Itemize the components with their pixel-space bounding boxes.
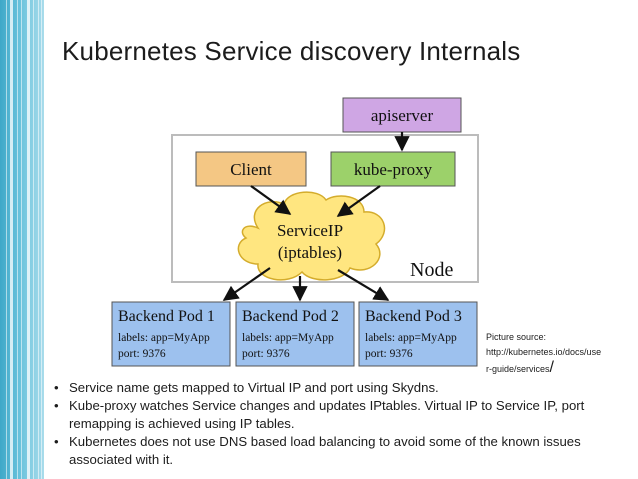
source-caption: Picture source: [486, 332, 547, 342]
decorative-side-strip [0, 0, 44, 479]
arrow-client-to-service-ip [250, 185, 292, 215]
arrow-service-ip-to-pod-1 [222, 267, 271, 301]
pod-3-title: Backend Pod 3 [365, 308, 462, 325]
pod-3-labels: labels: app=MyApp [365, 332, 457, 344]
pod-2-title: Backend Pod 2 [242, 308, 339, 325]
kube-proxy-box [330, 151, 456, 187]
node-label: Node [410, 259, 453, 281]
service-ip-label-line2: (iptables) [278, 243, 342, 262]
kube-proxy-label: kube-proxy [354, 160, 433, 179]
pod-2-labels: labels: app=MyApp [242, 332, 334, 344]
source-url-tail: r-guide/services [486, 364, 550, 374]
bullet-list: Service name gets mapped to Virtual IP a… [52, 379, 632, 469]
backend-pod-3: Backend Pod 3 labels: app=MyApp port: 93… [358, 301, 478, 367]
service-ip-label-line1: ServiceIP [277, 221, 343, 240]
pod-1-title: Backend Pod 1 [118, 308, 215, 325]
pod-3-port: port: 9376 [365, 348, 413, 360]
arrow-kube-proxy-to-service-ip [336, 185, 381, 217]
pod-1-port: port: 9376 [118, 348, 166, 360]
bullet-item: Service name gets mapped to Virtual IP a… [52, 379, 632, 397]
bullet-item: Kubernetes does not use DNS based load b… [52, 433, 632, 469]
pod-1-labels: labels: app=MyApp [118, 332, 210, 344]
slide-title: Kubernetes Service discovery Internals [62, 36, 521, 66]
backend-pod-2: Backend Pod 2 labels: app=MyApp port: 93… [235, 301, 355, 367]
client-label: Client [230, 160, 272, 179]
backend-pod-1: Backend Pod 1 labels: app=MyApp port: 93… [111, 301, 231, 367]
arrow-service-ip-to-pod-3 [337, 269, 390, 301]
apiserver-box [342, 97, 462, 133]
client-box [195, 151, 307, 187]
source-url-slash: / [549, 359, 554, 376]
apiserver-label: apiserver [371, 106, 434, 125]
pod-2-port: port: 9376 [242, 348, 290, 360]
source-url-line2: r-guide/services/ [486, 360, 626, 377]
picture-source-note: Picture source: http://kubernetes.io/doc… [486, 330, 626, 377]
bullet-item: Kube-proxy watches Service changes and u… [52, 397, 632, 433]
source-url-line1: http://kubernetes.io/docs/use [486, 347, 602, 357]
